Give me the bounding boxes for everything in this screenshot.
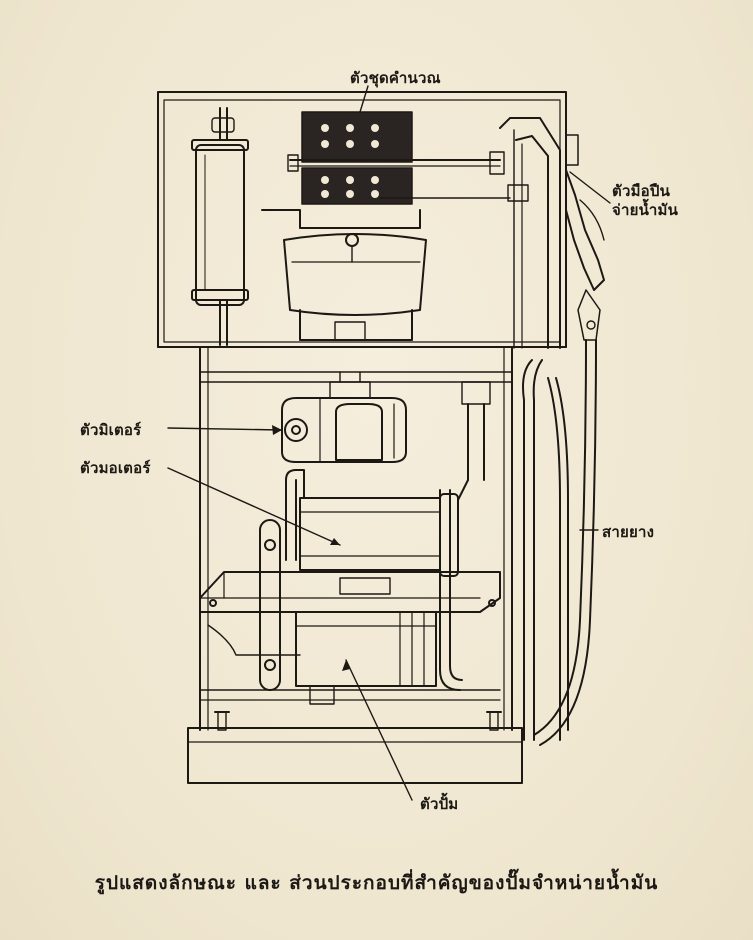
label-motor: ตัวมอเตอร์ — [80, 459, 151, 477]
vertical-pipe — [461, 381, 491, 481]
hose — [522, 339, 597, 746]
label-computer: ตัวชุดคำนวณ — [350, 69, 441, 87]
register-computer — [287, 111, 511, 205]
meter-unit — [281, 371, 407, 463]
leader-lines — [167, 85, 611, 801]
leader-arrows — [272, 425, 350, 671]
figure-caption: รูปแสดงลักษณะ และ ส่วนประกอบที่สำคัญของป… — [94, 872, 659, 894]
leader-nozzle — [569, 171, 611, 204]
belt-pulley — [259, 519, 281, 691]
platform-deck — [199, 571, 501, 613]
register-housing — [261, 209, 427, 341]
label-hose: สายยาง — [602, 523, 655, 541]
lower-frame — [199, 346, 513, 731]
nozzle — [565, 134, 605, 341]
nozzle-holder — [499, 117, 561, 349]
pump-body — [199, 611, 501, 705]
return-pipe — [207, 489, 463, 691]
label-nozzle-line1: ตัวมือปืน — [612, 182, 671, 200]
leader-motor — [167, 467, 341, 546]
base — [187, 711, 523, 784]
filter-cylinder — [191, 107, 249, 346]
label-nozzle-line2: จ่ายน้ำมัน — [612, 201, 679, 219]
label-nozzle: ตัวมือปืน จ่ายน้ำมัน — [612, 182, 752, 220]
leader-computer — [359, 85, 369, 113]
label-meter: ตัวมิเตอร์ — [80, 421, 142, 439]
leader-meter — [167, 427, 283, 431]
leader-pump — [345, 659, 413, 801]
label-pump: ตัวปั้ม — [420, 795, 459, 813]
